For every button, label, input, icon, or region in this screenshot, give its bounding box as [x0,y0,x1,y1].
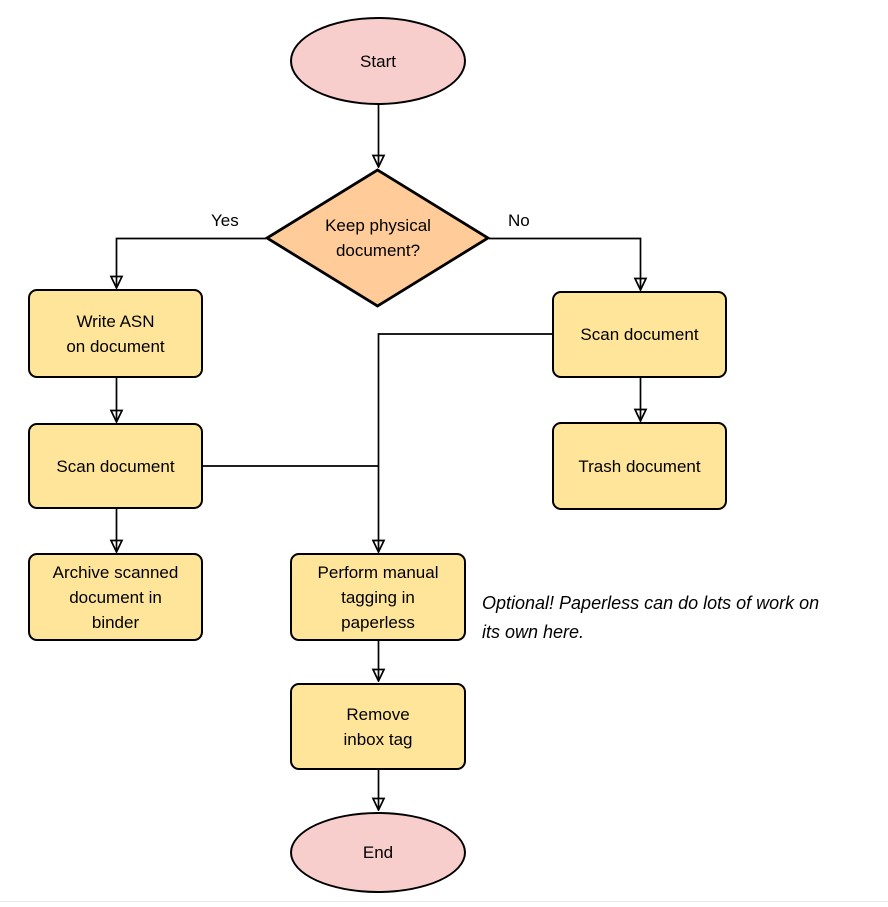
node-end-label: End [362,843,394,862]
edge-label-no: No [508,211,530,230]
node-archive-in-binder: Archive scanned document in binder [28,553,203,641]
node-end: End [290,812,466,893]
node-start: Start [290,17,466,105]
node-manual-tagging-label: Perform manual tagging in paperless [317,562,439,632]
edge-decision-yes-to-write-asn [117,237,266,288]
node-remove-inbox-tag-label: Remove inbox tag [343,704,413,749]
edge-label-yes: Yes [211,211,239,230]
node-archive-in-binder-label: Archive scanned document in binder [52,562,179,632]
node-trash-document: Trash document [552,422,727,510]
decision-diamond-shape [264,168,491,308]
node-scan-document-discard: Scan document [552,291,727,378]
node-scan-document-discard-label: Scan document [580,325,699,344]
node-trash-document-label: Trash document [578,456,701,476]
node-write-asn: Write ASN on document [28,289,203,378]
node-remove-inbox-tag: Remove inbox tag [290,683,466,770]
node-decision-label: Keep physical document? [325,216,431,260]
annotation-optional-note: Optional! Paperless can do lots of work … [482,593,820,642]
edge-decision-no-to-scan [489,237,641,290]
node-write-asn-label: Write ASN on document [66,311,165,356]
edge-scan-discard-to-tagging [379,333,552,551]
node-start-label: Start [360,51,396,71]
node-scan-document-keep: Scan document [28,423,203,509]
node-scan-document-keep-label: Scan document [56,456,175,476]
node-manual-tagging: Perform manual tagging in paperless [290,553,466,641]
bottom-divider [0,901,888,902]
